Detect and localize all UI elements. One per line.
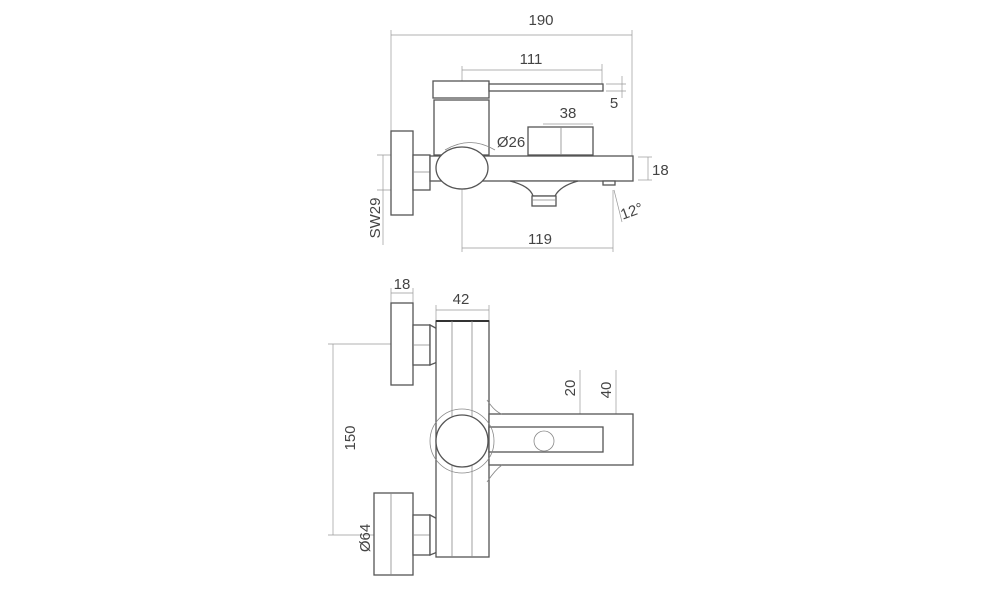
- bottom-wall-flange: [373, 492, 414, 576]
- top-wall-flange: [390, 302, 414, 386]
- hex-nut: [412, 154, 431, 191]
- body-oval: [435, 146, 489, 190]
- lever-cap: [432, 80, 490, 99]
- outlet-thread: [531, 195, 557, 207]
- dim-diverter-width: 38: [560, 105, 577, 122]
- dim-spout-height: 18: [652, 162, 669, 179]
- side-view: 190 111 5 38 Ø26 18 12° 119 SW29: [367, 12, 669, 252]
- diverter-knob: [527, 126, 594, 156]
- dim-outer-spout: 40: [598, 382, 615, 399]
- lever-handle: [488, 83, 604, 92]
- wall-flange: [390, 130, 414, 216]
- dim-overall-length: 190: [528, 12, 553, 29]
- aerator: [602, 180, 616, 186]
- faucet-side-outline: [390, 80, 634, 216]
- dim-inlet-spacing: 150: [342, 425, 359, 450]
- dim-body-diameter: Ø26: [497, 134, 525, 151]
- lever-pivot: [533, 430, 555, 452]
- dim-flange-depth: 18: [394, 276, 411, 293]
- dim-spout-projection: 119: [528, 231, 552, 248]
- front-view: 18 42 150 Ø64 20 40: [328, 276, 634, 576]
- diverter-circle: [435, 414, 489, 468]
- spout-outlet: [509, 180, 579, 197]
- dim-flange-diameter: Ø64: [357, 524, 374, 552]
- dim-lever-length: 111: [520, 51, 543, 68]
- dim-spout-angle: 12°: [618, 200, 645, 224]
- dim-nut-size: SW29: [367, 198, 384, 239]
- spout-inner: [488, 426, 604, 453]
- cartridge-body: [433, 99, 490, 156]
- dim-body-width: 42: [453, 291, 470, 308]
- faucet-front-outline: [373, 302, 634, 576]
- dim-inner-spout: 20: [562, 380, 579, 397]
- dim-lever-thickness: 5: [610, 95, 618, 112]
